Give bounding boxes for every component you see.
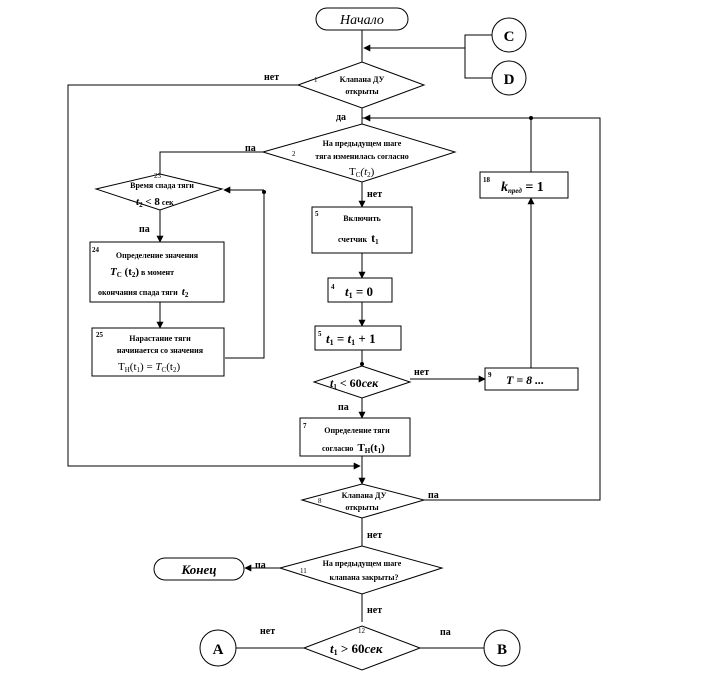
connector-a-label: A bbox=[213, 642, 224, 658]
block-1-line2: открыты bbox=[345, 87, 379, 96]
block-24-line2: ТС (t2) в момент bbox=[110, 266, 174, 279]
connector-a bbox=[199, 629, 237, 667]
block-6-num: 5 bbox=[318, 330, 322, 338]
connector-b-label: B bbox=[497, 642, 507, 658]
block-9r-num: 9 bbox=[488, 371, 492, 379]
block-12-num: 12 bbox=[358, 627, 366, 635]
label-no-1: нет bbox=[264, 72, 279, 83]
process-thrust-rise bbox=[91, 327, 225, 377]
block-25-line2: начинается со значения bbox=[117, 346, 204, 355]
block-24-num: 24 bbox=[92, 246, 100, 254]
block-23-line1: Время спада тяги bbox=[130, 181, 194, 190]
block-2-line2: тяга изменилась согласно bbox=[315, 152, 408, 161]
decision-counter-lt-60 bbox=[312, 365, 412, 399]
label-no-2: нет bbox=[367, 189, 382, 200]
block-11-num: 11 bbox=[300, 567, 307, 575]
start-label: Начало bbox=[339, 13, 384, 28]
block-9r-formula: Т = 8 ... bbox=[506, 373, 544, 387]
block-8-num: 7 bbox=[303, 422, 307, 430]
block-4-formula: t1 = 0 bbox=[345, 284, 373, 300]
connector-c-label: C bbox=[504, 29, 515, 45]
process-define-thrust bbox=[299, 417, 411, 457]
block-2-formula: ТС(t2) bbox=[349, 166, 375, 179]
block-25-formula: ТН(t1) = ТС(t2) bbox=[118, 361, 180, 374]
block-9-num: 8 bbox=[318, 497, 322, 505]
decision-valves-open-1 bbox=[296, 61, 426, 109]
block-9-line1: Клапана ДУ bbox=[342, 491, 387, 500]
block-7-formula: t1 < 60сек bbox=[330, 376, 379, 391]
block-11-line1: На предыдущем шаге bbox=[323, 559, 402, 568]
block-9-line2: открыты bbox=[345, 503, 379, 512]
process-start-counter bbox=[311, 206, 413, 254]
block-23-formula: t2 < 8 сек bbox=[136, 196, 174, 209]
process-define-value bbox=[89, 241, 225, 303]
block-25-num: 25 bbox=[96, 331, 104, 339]
label-yes-1: да bbox=[336, 112, 346, 123]
decision-prev-valves-closed bbox=[278, 545, 444, 595]
block-1-line1: Клапана ДУ bbox=[340, 75, 385, 84]
block-18-formula: kпред = 1 bbox=[501, 180, 544, 195]
block-18-num: 18 bbox=[483, 176, 491, 184]
end-terminal bbox=[153, 557, 245, 581]
block-8-line1: Определение тяги bbox=[324, 426, 390, 435]
connector-b bbox=[483, 629, 521, 667]
block-6-formula: t1 = t1 + 1 bbox=[326, 331, 376, 347]
label-no-8: нет bbox=[367, 530, 382, 541]
block-5-line1: Включить bbox=[343, 214, 381, 223]
block-25-line1: Нарастание тяги bbox=[129, 334, 191, 343]
end-label: Конец bbox=[180, 562, 216, 577]
block-12-formula: t1 > 60сек bbox=[330, 641, 383, 657]
block-23-num: 23 bbox=[154, 172, 162, 180]
decision-fall-time bbox=[94, 173, 224, 211]
block-1-num: 1 bbox=[314, 76, 318, 84]
process-init-counter bbox=[327, 277, 393, 303]
block-11-line2: клапана закрыты? bbox=[330, 573, 399, 582]
label-pa-2: па bbox=[245, 143, 256, 154]
process-flag-prev bbox=[479, 171, 569, 199]
label-pa-12: па bbox=[440, 627, 451, 638]
block-2-num: 2 bbox=[292, 150, 296, 158]
process-increment-counter bbox=[314, 325, 402, 351]
block-24-line1: Определение значения bbox=[116, 251, 199, 260]
block-5-num: 5 bbox=[315, 210, 319, 218]
label-pa-23: па bbox=[139, 224, 150, 235]
label-pa-11: па bbox=[255, 560, 266, 571]
label-no-11: нет bbox=[367, 605, 382, 616]
decision-thrust-changed bbox=[261, 123, 457, 183]
label-pa-8: па bbox=[428, 490, 439, 501]
label-pa-6: па bbox=[338, 402, 349, 413]
label-no-12: нет bbox=[260, 626, 275, 637]
block-2-line1: На предыдущем шаге bbox=[323, 139, 402, 148]
label-no-6: нет bbox=[414, 367, 429, 378]
block-4-num: 4 bbox=[331, 283, 335, 291]
connector-d-label: D bbox=[504, 72, 515, 88]
